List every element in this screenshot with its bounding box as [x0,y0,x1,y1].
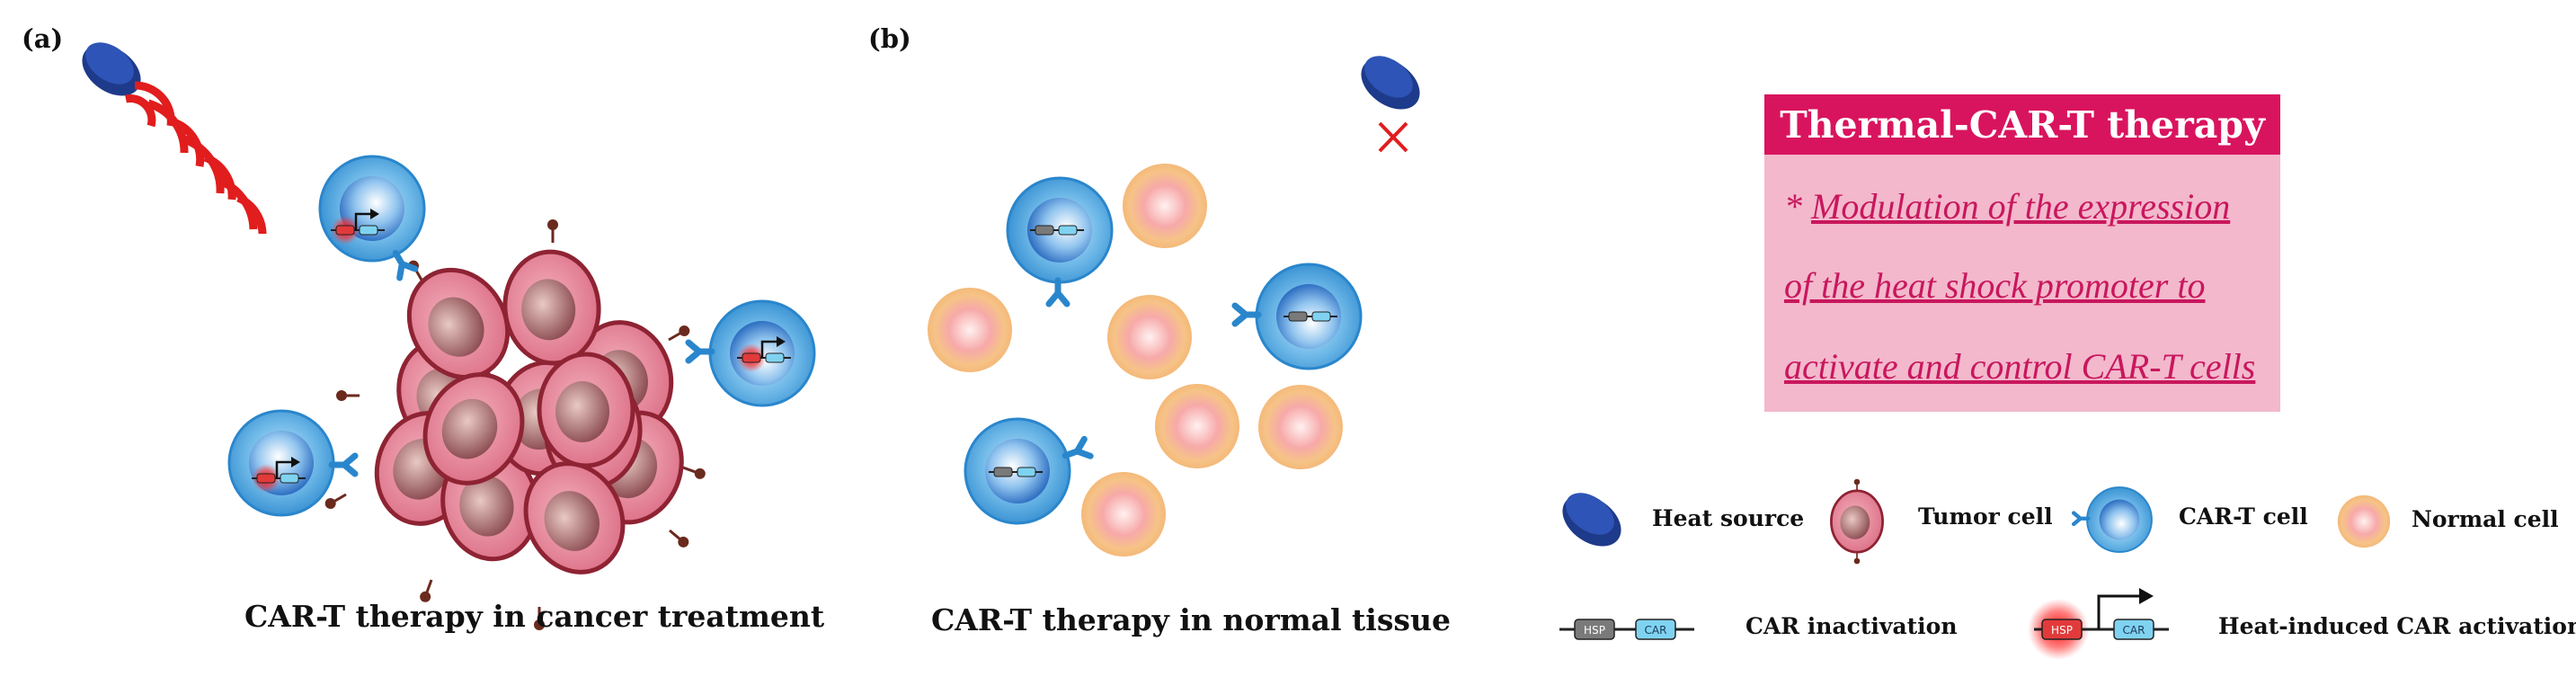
legend-tumor-cell-icon [1830,477,1884,566]
legend-car-label: CAR [1645,624,1667,637]
legend-heat-source-label: Heat source [1652,505,1805,531]
car-t-cell-b1 [1008,178,1112,304]
legend-car-inactivation-label: CAR inactivation [1745,613,1958,639]
legend-normal-cell-icon [2337,494,2391,548]
tumor-cluster [321,218,708,632]
legend-hsp-label: HSP [1584,624,1605,637]
legend-heat-induced-label: Heat-induced CAR activation [2218,613,2576,639]
panel-b-label: (b) [868,23,911,54]
legend-gene-on-icon: HSP CAR [2028,588,2169,660]
thermal-line-3-text: activate and control CAR-T cells [1784,346,2256,387]
panel-a-label: (a) [22,23,64,54]
thermal-line-2: of the heat shock promoter to [1784,264,2205,307]
panel-a [72,33,814,632]
panel-b-caption: CAR-T therapy in normal tissue [931,602,1451,637]
thermal-car-t-title-bar: Thermal-CAR-T therapy [1764,94,2280,155]
legend-hsp-on-label: HSP [2051,624,2073,637]
normal-cell [1107,295,1192,379]
thermal-bullet: * [1784,186,1811,227]
legend-car-on-label: CAR [2123,624,2145,637]
legend-gene-off-icon: HSP CAR [1559,619,1694,640]
legend-car-t-cell-icon [2074,487,2152,552]
thermal-line-1-text: Modulation of the expression [1811,186,2231,227]
heat-waves-icon [125,81,267,235]
legend-car-t-cell-label: CAR-T cell [2179,503,2308,530]
legend-tumor-cell-label: Tumor cell [1918,503,2053,530]
thermal-line-3: activate and control CAR-T cells [1784,345,2255,387]
thermal-line-1: * Modulation of the expression [1784,185,2230,227]
no-heat-cross-icon [1378,121,1408,153]
thermal-car-t-description-box: * Modulation of the expression of the he… [1764,155,2280,412]
normal-cell [1258,385,1343,469]
normal-cell [1155,384,1239,468]
thermal-line-2-text: of the heat shock promoter to [1784,265,2206,306]
legend-heat-source-icon [1552,484,1631,557]
normal-cell [928,288,1012,372]
heat-source-off-icon [1351,47,1430,120]
legend-normal-cell-label: Normal cell [2412,506,2559,532]
normal-cell [1123,164,1207,248]
thermal-car-t-title: Thermal-CAR-T therapy [1780,102,2265,147]
normal-cell [1081,472,1166,557]
panel-a-caption: CAR-T therapy in cancer treatment [244,599,825,634]
legend-icons: HSP CAR HSP CAR [1552,477,2391,660]
heat-source-icon [72,33,151,107]
panel-b [928,47,1430,557]
